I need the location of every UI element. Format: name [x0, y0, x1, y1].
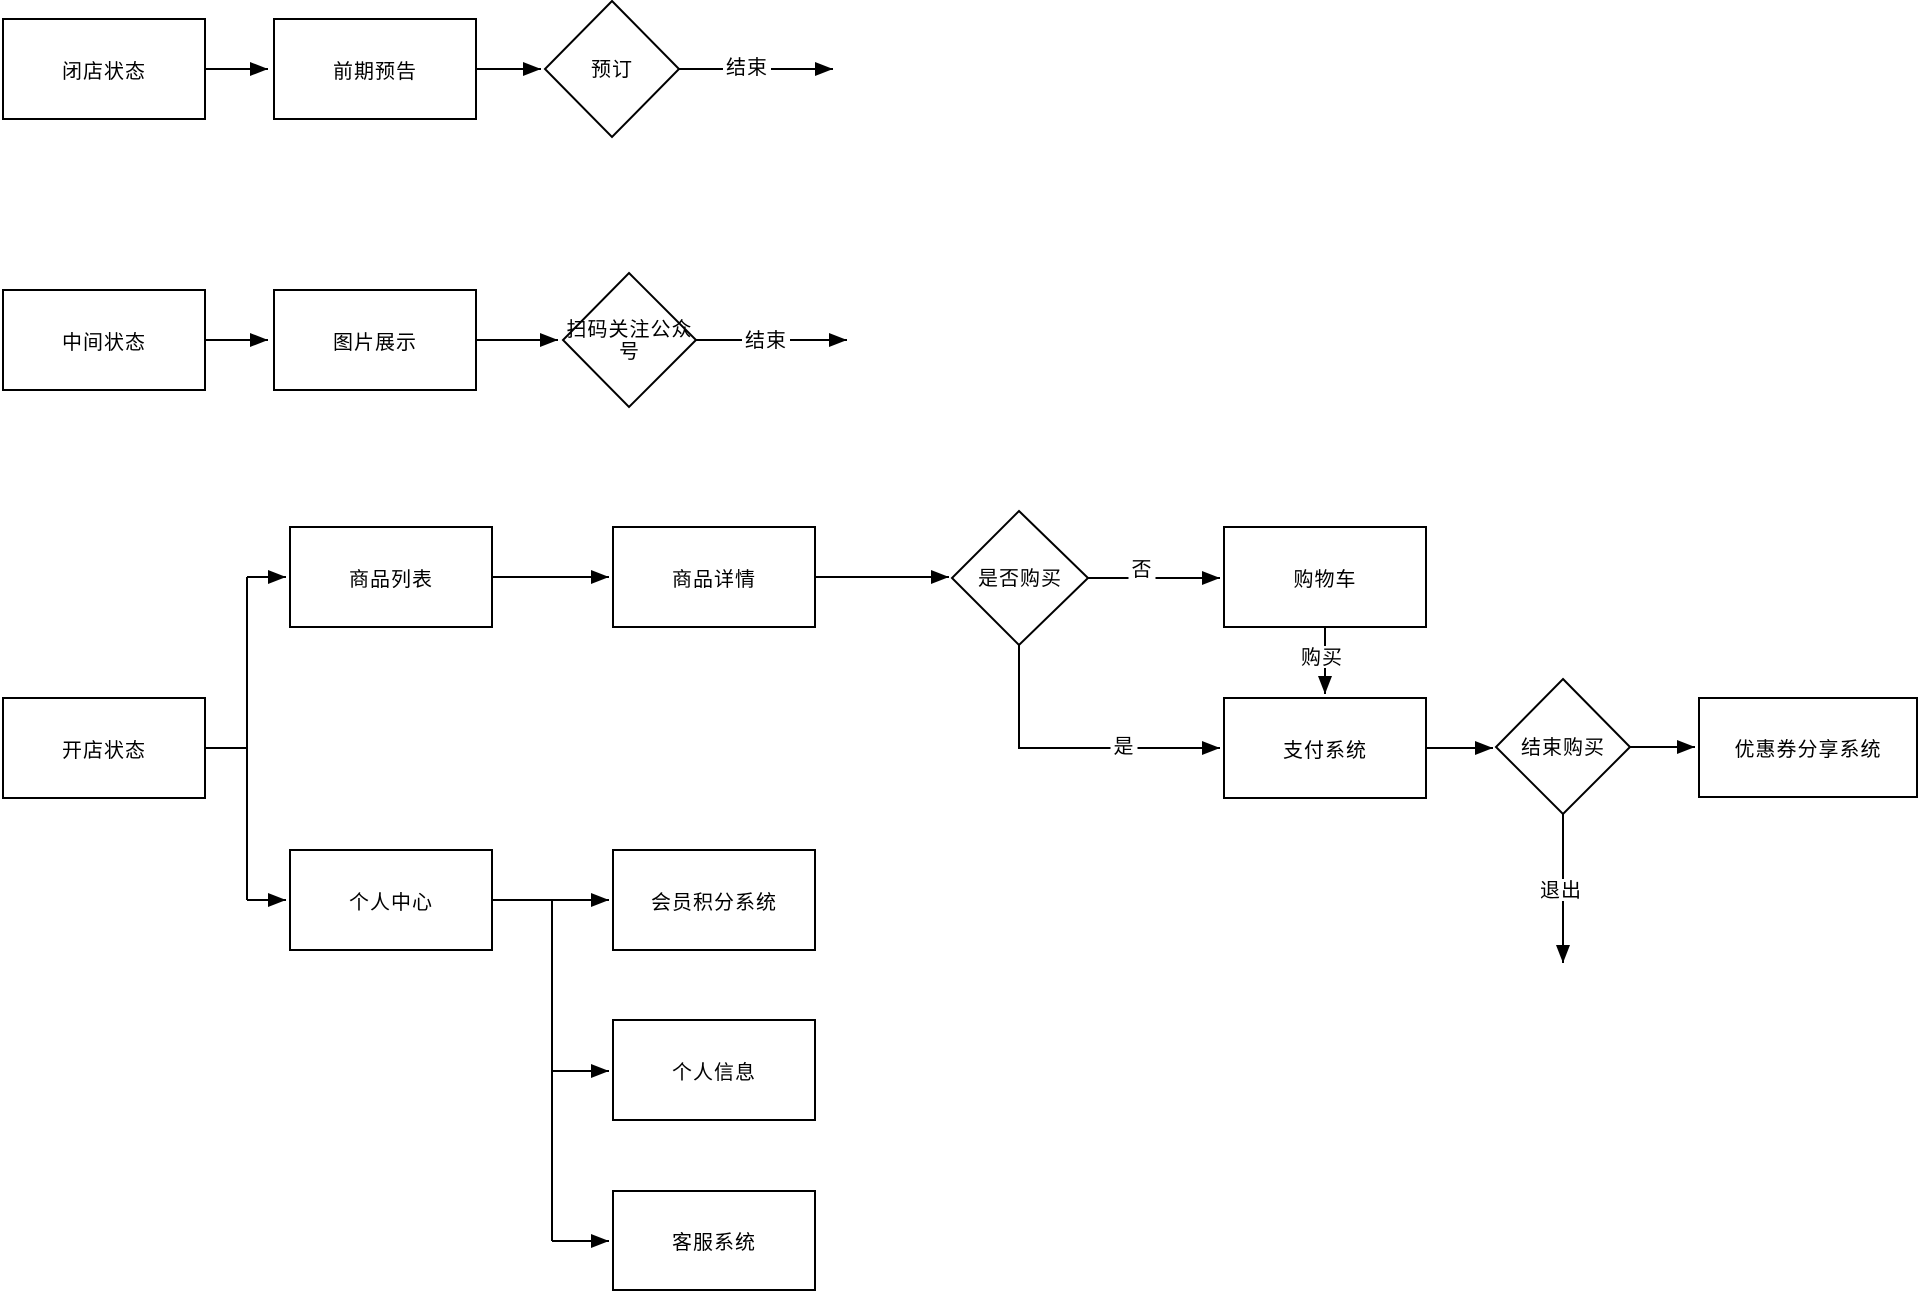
buy-decision-diamond-shape — [950, 509, 1090, 647]
node-booking-decision[interactable]: 预订 — [545, 1, 679, 137]
node-scan-qr-label: 扫码关注公众号 — [566, 317, 693, 363]
node-product-detail[interactable]: 商品详情 — [612, 526, 816, 628]
scan-qr-diamond-shape — [561, 271, 698, 409]
node-coupon-share-system[interactable]: 优惠券分享系统 — [1698, 697, 1918, 798]
edge-label-no: 否 — [1128, 558, 1156, 580]
node-buy-decision-label: 是否购买 — [978, 566, 1062, 590]
node-payment-system[interactable]: 支付系统 — [1223, 697, 1427, 799]
node-member-points-system[interactable]: 会员积分系统 — [612, 849, 816, 951]
edge-decision-yes-to-payment — [1018, 645, 1220, 755]
node-buy-decision[interactable]: 是否购买 — [952, 511, 1088, 645]
end-purchase-diamond-shape — [1494, 677, 1632, 816]
node-product-list[interactable]: 商品列表 — [289, 526, 493, 628]
node-open-state[interactable]: 开店状态 — [2, 697, 206, 799]
node-mid-state[interactable]: 中间状态 — [2, 289, 206, 391]
edge-open-branch-trunk — [206, 577, 248, 900]
node-booking-label: 预订 — [591, 57, 633, 81]
node-cart[interactable]: 购物车 — [1223, 526, 1427, 628]
edge-label-buy: 购买 — [1298, 646, 1346, 668]
edge-label-end-scan: 结束 — [742, 329, 790, 351]
edge-label-end-booking: 结束 — [723, 56, 771, 78]
node-end-purchase-label: 结束购买 — [1521, 734, 1605, 759]
node-image-display[interactable]: 图片展示 — [273, 289, 477, 391]
node-closed-state[interactable]: 闭店状态 — [2, 18, 206, 120]
node-preview-announcement[interactable]: 前期预告 — [273, 18, 477, 120]
edge-label-yes: 是 — [1110, 735, 1138, 757]
node-end-purchase-decision[interactable]: 结束购买 — [1496, 679, 1630, 814]
node-scan-qr-decision[interactable]: 扫码关注公众号 — [563, 273, 696, 407]
booking-diamond-shape — [543, 0, 681, 139]
node-customer-service[interactable]: 客服系统 — [612, 1190, 816, 1291]
edge-label-exit: 退出 — [1537, 879, 1585, 901]
node-personal-center[interactable]: 个人中心 — [289, 849, 493, 951]
node-personal-info[interactable]: 个人信息 — [612, 1019, 816, 1121]
